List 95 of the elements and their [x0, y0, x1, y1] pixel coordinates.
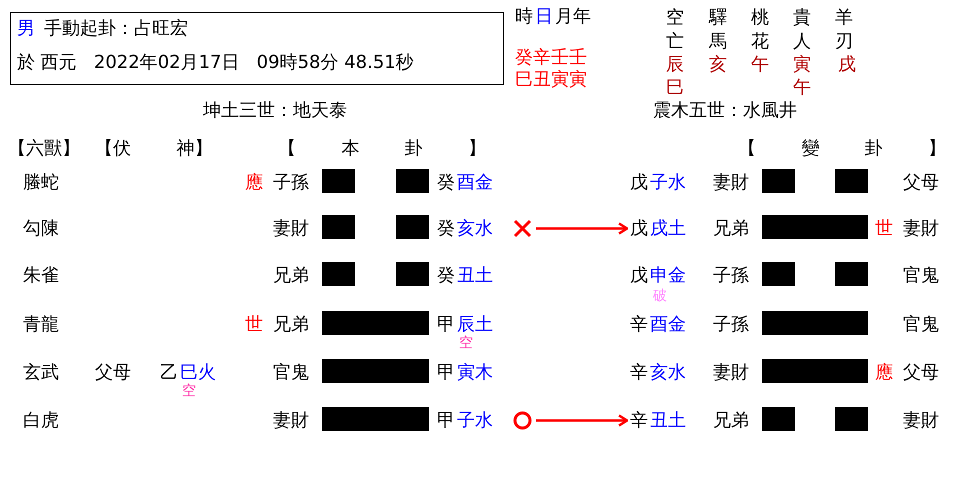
pillar-branches: 巳丑寅寅: [515, 69, 587, 91]
star-name: 貴人: [793, 6, 812, 54]
pillar-label: 日: [535, 6, 553, 28]
star-name: 空亡: [666, 6, 685, 54]
marker-text: 空: [459, 335, 473, 351]
star-branch: 寅: [793, 54, 811, 76]
relation-text: 兄弟: [273, 265, 309, 287]
stem-text: 甲: [437, 362, 455, 384]
relation-text: 官鬼: [903, 314, 939, 336]
pillar-label: 時: [515, 6, 533, 28]
stem-text: 辛: [630, 362, 648, 384]
broken-line: [322, 262, 429, 286]
stem-text: 辛: [630, 314, 648, 336]
star-branch: 巳: [666, 77, 684, 99]
relation-text: 子孫: [273, 172, 309, 194]
marker-text: 應: [245, 172, 263, 194]
arrow: [536, 222, 628, 235]
branch-text: 丑土: [457, 265, 493, 287]
relation-text: 妻財: [903, 410, 939, 432]
broken-line: [322, 215, 429, 239]
broken-line: [322, 169, 429, 193]
star-name: 羊刃: [835, 6, 854, 54]
column-header: 【 本 卦 】: [278, 138, 486, 160]
pillar-stems: 癸辛壬壬: [515, 47, 587, 69]
relation-text: 兄弟: [713, 410, 749, 432]
hexagram-title: 坤土三世：地天泰: [203, 100, 347, 122]
relation-text: 子孫: [713, 265, 749, 287]
relation-text: 妻財: [273, 218, 309, 240]
hexagram-title: 震木五世：水風井: [653, 100, 797, 122]
star-name: 桃花: [751, 6, 770, 54]
branch-text: 亥水: [457, 218, 493, 240]
star-branch: 辰: [666, 54, 684, 76]
marker-text: 破: [653, 288, 667, 304]
relation-text: 兄弟: [273, 314, 309, 336]
column-header: 【伏 神】: [95, 138, 212, 160]
stem-text: 戊: [630, 218, 648, 240]
relation-text: 父母: [95, 362, 131, 384]
broken-line: [762, 169, 868, 193]
relation-text: 父母: [903, 362, 939, 384]
relation-text: 妻財: [713, 172, 749, 194]
branch-text: 亥水: [650, 362, 686, 384]
stem-text: 甲: [437, 410, 455, 432]
relation-text: 妻財: [713, 362, 749, 384]
column-header: 【 變 卦 】: [738, 138, 946, 160]
star-branch: 午: [793, 77, 811, 99]
stem-text: 辛: [630, 410, 648, 432]
spirit-name: 白虎: [23, 410, 59, 432]
marker-text: 世: [875, 218, 893, 240]
branch-text: 酉金: [457, 172, 493, 194]
branch-text: 巳火: [180, 362, 216, 383]
branch-text: 寅木: [457, 362, 493, 384]
relation-text: 官鬼: [903, 265, 939, 287]
branch-text: 申金: [650, 265, 686, 287]
marker-text: 世: [245, 314, 263, 336]
stem-text: 乙: [160, 362, 178, 384]
gender-label: 男: [17, 18, 35, 40]
spirit-name: 螣蛇: [23, 172, 59, 194]
stem-text: 甲: [437, 314, 455, 336]
star-name: 驛馬: [709, 6, 728, 54]
branch-text: 丑土: [650, 410, 686, 432]
relation-text: 妻財: [903, 218, 939, 240]
branch-text: 辰土: [457, 314, 493, 335]
stem-text: 癸: [437, 265, 455, 287]
info-box: [10, 12, 504, 85]
relation-text: 子孫: [713, 314, 749, 336]
cross-mark: [513, 219, 532, 238]
marker-text: 應: [875, 362, 893, 384]
star-branch: 戌: [838, 54, 856, 76]
spirit-name: 青龍: [23, 314, 59, 336]
relation-text: 官鬼: [273, 362, 309, 384]
method-text: 手動起卦：占旺宏: [44, 18, 188, 40]
date-text: 於 西元 2022年02月17日 09時58分 48.51秒: [17, 52, 414, 74]
column-header: 【六獸】: [8, 138, 80, 160]
star-branch: 亥: [709, 54, 727, 76]
branch-text: 戌土: [650, 218, 686, 240]
spirit-name: 玄武: [23, 362, 59, 384]
relation-text: 兄弟: [713, 218, 749, 240]
pillar-label: 月年: [555, 6, 591, 28]
spirit-name: 勾陳: [23, 218, 59, 240]
star-branch: 午: [751, 54, 769, 76]
stem-text: 癸: [437, 218, 455, 240]
broken-line: [762, 407, 868, 431]
arrow: [536, 414, 628, 427]
relation-text: 父母: [903, 172, 939, 194]
broken-line: [762, 262, 868, 286]
stem-text: 戊: [630, 265, 648, 287]
branch-text: 子水: [457, 410, 493, 432]
relation-text: 妻財: [273, 410, 309, 432]
stem-text: 戊: [630, 172, 648, 194]
spirit-name: 朱雀: [23, 265, 59, 287]
branch-text: 酉金: [650, 314, 686, 336]
marker-text: 空: [182, 383, 196, 399]
circle-mark: [513, 411, 532, 430]
branch-text: 子水: [650, 172, 686, 194]
stem-text: 癸: [437, 172, 455, 194]
